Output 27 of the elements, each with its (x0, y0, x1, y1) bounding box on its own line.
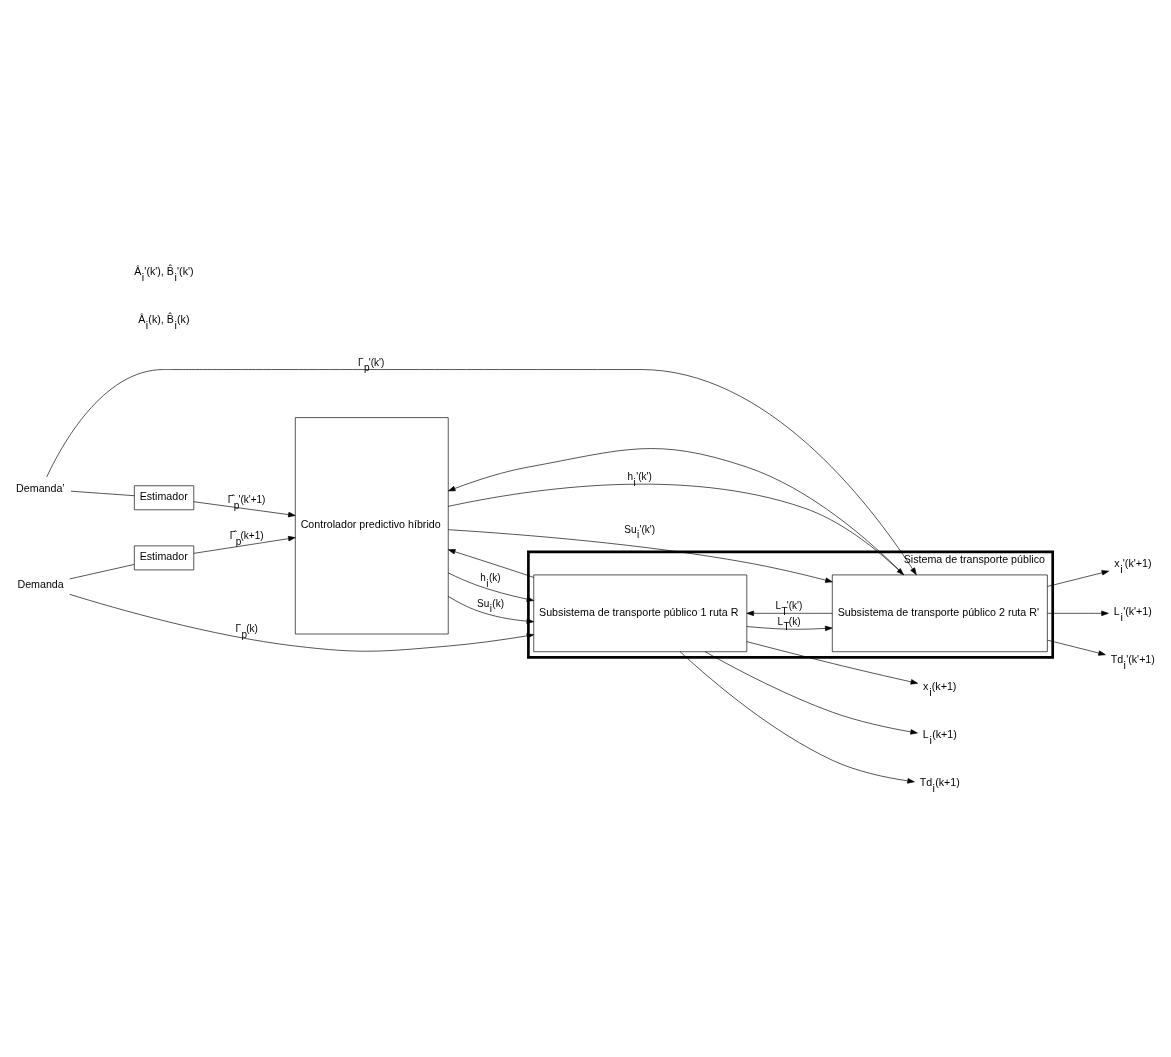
arrow (1047, 570, 1109, 587)
arrow (447, 596, 534, 624)
arrow (193, 501, 296, 518)
node-text: Demanda (17, 577, 64, 590)
arrow (448, 549, 534, 578)
arrow (704, 651, 918, 735)
connector (69, 564, 135, 580)
node-text: Demanda’ (16, 481, 65, 494)
node-box: Controlador predictivo híbrido (294, 417, 449, 635)
arrow (69, 594, 535, 652)
arrow (46, 369, 917, 576)
arrow (447, 483, 904, 576)
arrow (746, 610, 833, 616)
arrow (746, 641, 918, 685)
node-box: Subsistema de transporte público 1 ruta R (533, 574, 748, 653)
arrow (448, 529, 833, 583)
arrow (1047, 639, 1106, 656)
arrow (1047, 610, 1109, 616)
arrow (746, 625, 833, 632)
arrow (448, 448, 905, 576)
node-box: Estimador (134, 485, 195, 511)
node-box: Estimador (134, 545, 195, 571)
arrow (679, 651, 915, 784)
arrow (193, 536, 296, 554)
node-box: Subsistema de transporte público 2 ruta R' (831, 574, 1048, 653)
arrow (448, 572, 534, 602)
connector (70, 490, 135, 497)
